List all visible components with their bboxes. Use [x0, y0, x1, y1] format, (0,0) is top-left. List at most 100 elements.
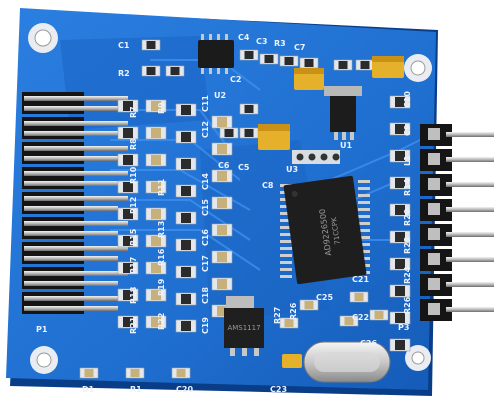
- silkscreen-label: R10: [129, 166, 138, 184]
- chip-pin: [280, 268, 292, 271]
- smd-part: [211, 277, 233, 291]
- smd-part: [117, 99, 139, 113]
- smd-part: [239, 49, 259, 61]
- label-r3: R3: [274, 39, 286, 48]
- test-pads: [292, 150, 340, 164]
- label-c22: C22: [352, 313, 369, 322]
- silkscreen-label: C10: [403, 91, 412, 108]
- silkscreen-label: C16: [201, 229, 210, 246]
- silkscreen-label: C12: [201, 121, 210, 138]
- header-pin: [24, 256, 118, 261]
- ams-chip-marking: AMS1117: [227, 324, 260, 332]
- label-c25: C25: [316, 293, 333, 302]
- silkscreen-label: R18: [129, 286, 138, 304]
- chip-pin: [358, 236, 370, 239]
- smd-part: [389, 149, 411, 163]
- chip-pin: [358, 250, 370, 253]
- label-d1: D1: [82, 385, 95, 394]
- smd-part: [175, 319, 197, 333]
- header-pin: [24, 171, 128, 176]
- header-pin: [24, 231, 118, 236]
- smd-part: [389, 284, 411, 298]
- label-r2: R2: [118, 69, 130, 78]
- tantalum-cap: [372, 56, 404, 78]
- adc-main-chip: AD9226500 71CCPK: [280, 175, 370, 285]
- header-pad: [428, 303, 440, 315]
- header-pin: [446, 182, 494, 187]
- smd-part: [117, 234, 139, 248]
- header-pin: [24, 146, 128, 151]
- smd-part: [117, 207, 139, 221]
- smd-part: [125, 367, 145, 379]
- smd-part: [355, 59, 375, 71]
- header-p3: [420, 124, 494, 321]
- smd-part: [175, 157, 197, 171]
- silkscreen-label: R17: [129, 257, 138, 274]
- label-u2: U2: [214, 91, 226, 100]
- chip-pin: [280, 247, 292, 250]
- smd-part: [339, 315, 359, 327]
- label-p1: P1: [36, 325, 48, 334]
- chip-pin: [280, 275, 292, 278]
- header-pin: [24, 196, 128, 201]
- silkscreen-label: R19: [157, 278, 166, 296]
- silkscreen-label: R15: [129, 228, 138, 246]
- smd-part: [175, 184, 197, 198]
- label-c21: C21: [352, 275, 369, 284]
- smd-part: [299, 299, 319, 311]
- mounting-hole: [28, 23, 58, 53]
- crystal-oscillator: [303, 341, 391, 383]
- silkscreen-label: C19: [201, 317, 210, 334]
- smd-part: [259, 53, 279, 65]
- silkscreen-label: R24: [403, 266, 412, 284]
- label-r1: R1: [130, 385, 142, 394]
- smd-part: [171, 367, 191, 379]
- smd-part: [211, 250, 233, 264]
- silkscreen-label: R20: [403, 208, 412, 226]
- smd-part: [389, 95, 411, 109]
- smd-part: [145, 99, 167, 113]
- header-pin: [446, 157, 494, 162]
- smd-part: [299, 57, 319, 69]
- smd-part: [145, 315, 167, 329]
- silkscreen-label: C18: [201, 287, 210, 304]
- smd-part: [117, 288, 139, 302]
- label-c6: C6: [218, 161, 230, 170]
- smd-part: [279, 55, 299, 67]
- silkscreen-label: R16: [157, 248, 166, 266]
- smd-part: [175, 238, 197, 252]
- silkscreen-label: R12: [129, 197, 138, 214]
- smd-part: [389, 257, 411, 271]
- silkscreen-label: R27: [273, 307, 282, 324]
- header-pin: [446, 282, 494, 287]
- chip-pin: [280, 212, 292, 215]
- silkscreen-label: R14: [403, 178, 412, 196]
- smd-part: [389, 311, 411, 325]
- silkscreen-label: R7: [129, 106, 138, 118]
- header-pin: [24, 246, 128, 251]
- chip-pin: [358, 208, 370, 211]
- smd-part: [175, 292, 197, 306]
- header-p1: [22, 92, 128, 314]
- chip-pin: [280, 205, 292, 208]
- silkscreen-label: L1: [403, 155, 412, 166]
- silkscreen-label: R8: [129, 138, 138, 150]
- header-pad: [428, 153, 440, 165]
- chip-pin: [358, 194, 370, 197]
- chip-pin: [280, 254, 292, 257]
- smd-part: [239, 103, 259, 115]
- mounting-holes: [28, 23, 432, 374]
- silkscreen-label: R9: [157, 102, 166, 114]
- silkscreen-label: C9: [403, 124, 412, 136]
- chip-pin: [280, 261, 292, 264]
- smd-part: [369, 309, 389, 321]
- chip-pin: [358, 180, 370, 183]
- label-u3: U3: [286, 165, 298, 174]
- header-pin: [24, 271, 128, 276]
- label-c7: C7: [294, 43, 305, 52]
- chip-pin: [280, 219, 292, 222]
- smd-part: [211, 196, 233, 210]
- header-pin: [446, 232, 494, 237]
- smd-part: [389, 176, 411, 190]
